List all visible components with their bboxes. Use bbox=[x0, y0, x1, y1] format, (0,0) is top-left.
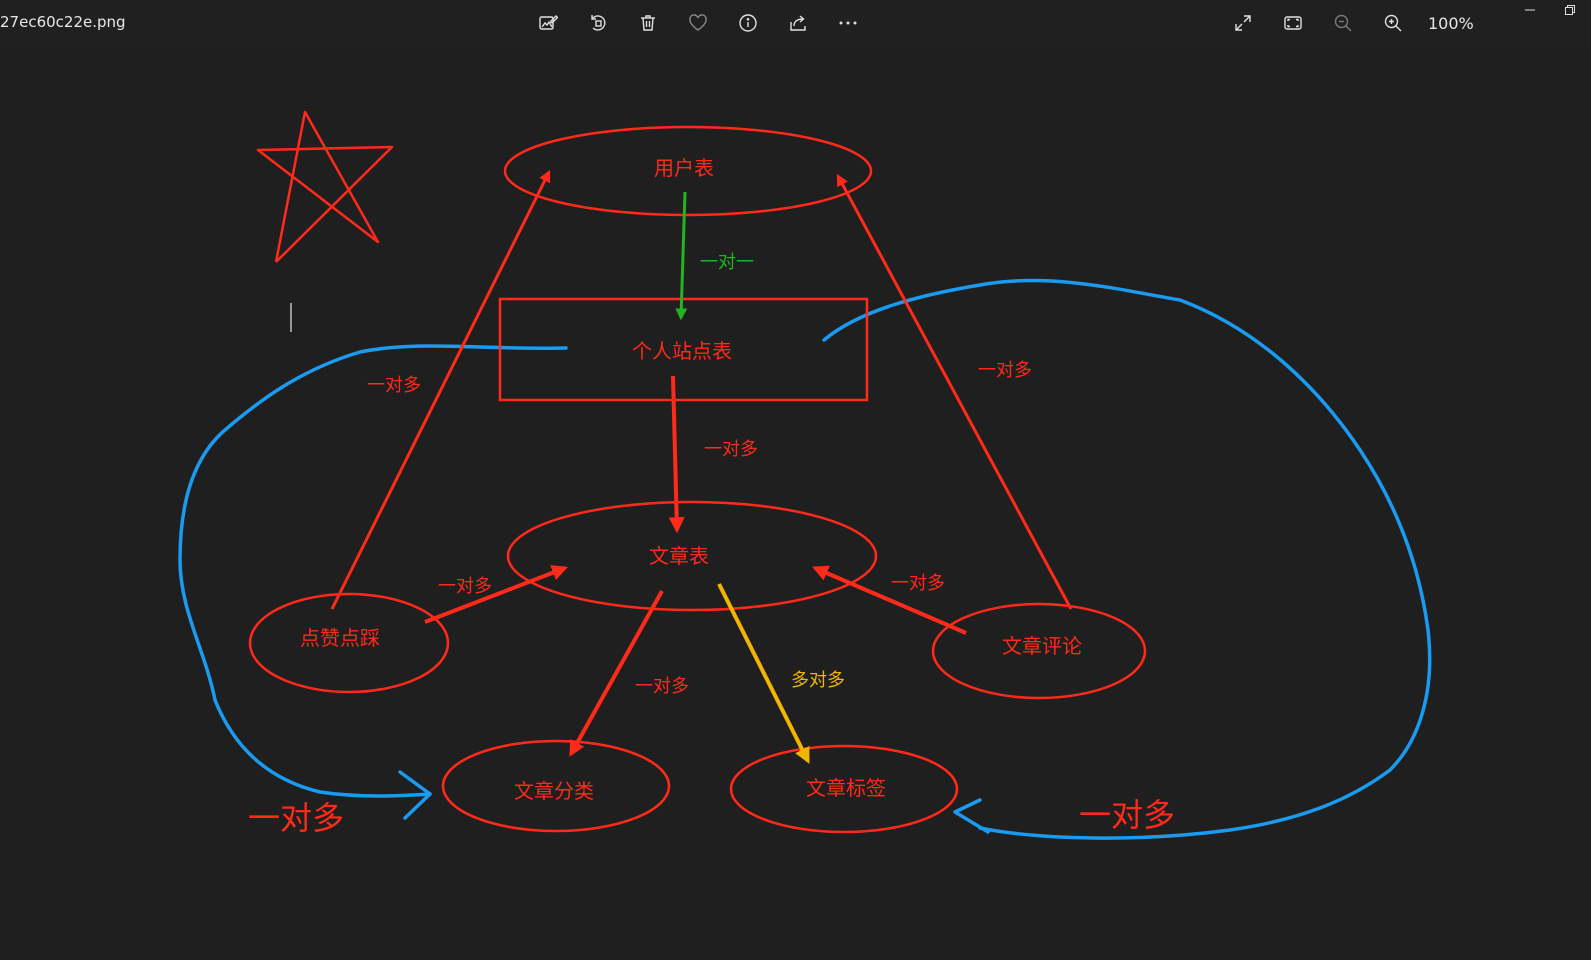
edge-article-category bbox=[569, 590, 664, 757]
node-article-shape bbox=[506, 500, 878, 612]
favorite-icon[interactable] bbox=[683, 8, 713, 38]
node-like-label: 点赞点踩 bbox=[300, 626, 380, 650]
zoom-level[interactable]: 100% bbox=[1428, 13, 1474, 33]
blue-curve-right bbox=[822, 278, 1432, 840]
blue-arrow-right bbox=[953, 798, 990, 834]
relation-label-site-category: 一对多 bbox=[248, 799, 344, 837]
node-comment-label: 文章评论 bbox=[1002, 634, 1082, 658]
delete-icon[interactable] bbox=[633, 8, 663, 38]
blue-arrow-left bbox=[398, 770, 432, 820]
er-diagram: 用户表 个人站点表 文章表 点赞点踩 文章评论 文章分类 文章标签 一对一 一对… bbox=[178, 110, 1432, 840]
edge-comment-article bbox=[812, 565, 967, 635]
blue-curve-left bbox=[178, 344, 568, 798]
window-controls bbox=[1510, 4, 1590, 24]
relation-label-comment-article: 一对多 bbox=[891, 573, 945, 594]
share-icon[interactable] bbox=[783, 8, 813, 38]
image-toolbar bbox=[533, 8, 883, 38]
minimize-button[interactable] bbox=[1510, 4, 1550, 24]
edit-image-icon[interactable] bbox=[533, 8, 563, 38]
edge-like-article bbox=[424, 565, 568, 624]
edge-comment-user bbox=[836, 173, 1073, 610]
fit-window-icon[interactable] bbox=[1278, 8, 1308, 38]
relation-label-site-tag: 一对多 bbox=[1079, 796, 1175, 834]
relation-label-comment-user: 一对多 bbox=[978, 360, 1032, 381]
relation-label-user-site: 一对一 bbox=[700, 252, 754, 273]
relation-label-article-category: 一对多 bbox=[635, 676, 689, 697]
zoom-out-icon[interactable] bbox=[1328, 8, 1358, 38]
maximize-button[interactable] bbox=[1550, 4, 1590, 24]
relation-label-like-article: 一对多 bbox=[438, 576, 492, 597]
relation-label-article-tag: 多对多 bbox=[791, 670, 845, 691]
node-user-shape bbox=[503, 125, 873, 217]
edge-site-article bbox=[668, 375, 685, 534]
more-icon[interactable] bbox=[833, 8, 863, 38]
node-site-shape bbox=[498, 297, 869, 402]
node-article-label: 文章表 bbox=[649, 544, 709, 568]
node-user-label: 用户表 bbox=[654, 156, 714, 180]
title-bar: 27ec60c22e.png bbox=[0, 0, 1591, 46]
file-name: 27ec60c22e.png bbox=[0, 13, 126, 31]
zoom-in-icon[interactable] bbox=[1378, 8, 1408, 38]
node-site-label: 个人站点表 bbox=[632, 339, 732, 363]
relation-label-like-user: 一对多 bbox=[367, 375, 421, 396]
relation-label-site-article: 一对多 bbox=[704, 439, 758, 460]
node-category-label: 文章分类 bbox=[514, 779, 594, 803]
view-toolbar: 100% bbox=[1228, 8, 1488, 38]
node-tag-shape bbox=[729, 744, 959, 834]
info-icon[interactable] bbox=[733, 8, 763, 38]
edge-user-site bbox=[675, 191, 688, 321]
image-canvas: 用户表 个人站点表 文章表 点赞点踩 文章评论 文章分类 文章标签 一对一 一对… bbox=[0, 46, 1591, 960]
edge-article-tag bbox=[717, 583, 810, 764]
node-like-shape bbox=[248, 592, 450, 694]
star-doodle bbox=[256, 110, 394, 263]
node-category-shape bbox=[441, 739, 671, 833]
node-tag-label: 文章标签 bbox=[806, 776, 886, 800]
rotate-icon[interactable] bbox=[583, 8, 613, 38]
edge-like-user bbox=[330, 169, 551, 610]
fullscreen-icon[interactable] bbox=[1228, 8, 1258, 38]
node-comment-shape bbox=[931, 602, 1147, 700]
